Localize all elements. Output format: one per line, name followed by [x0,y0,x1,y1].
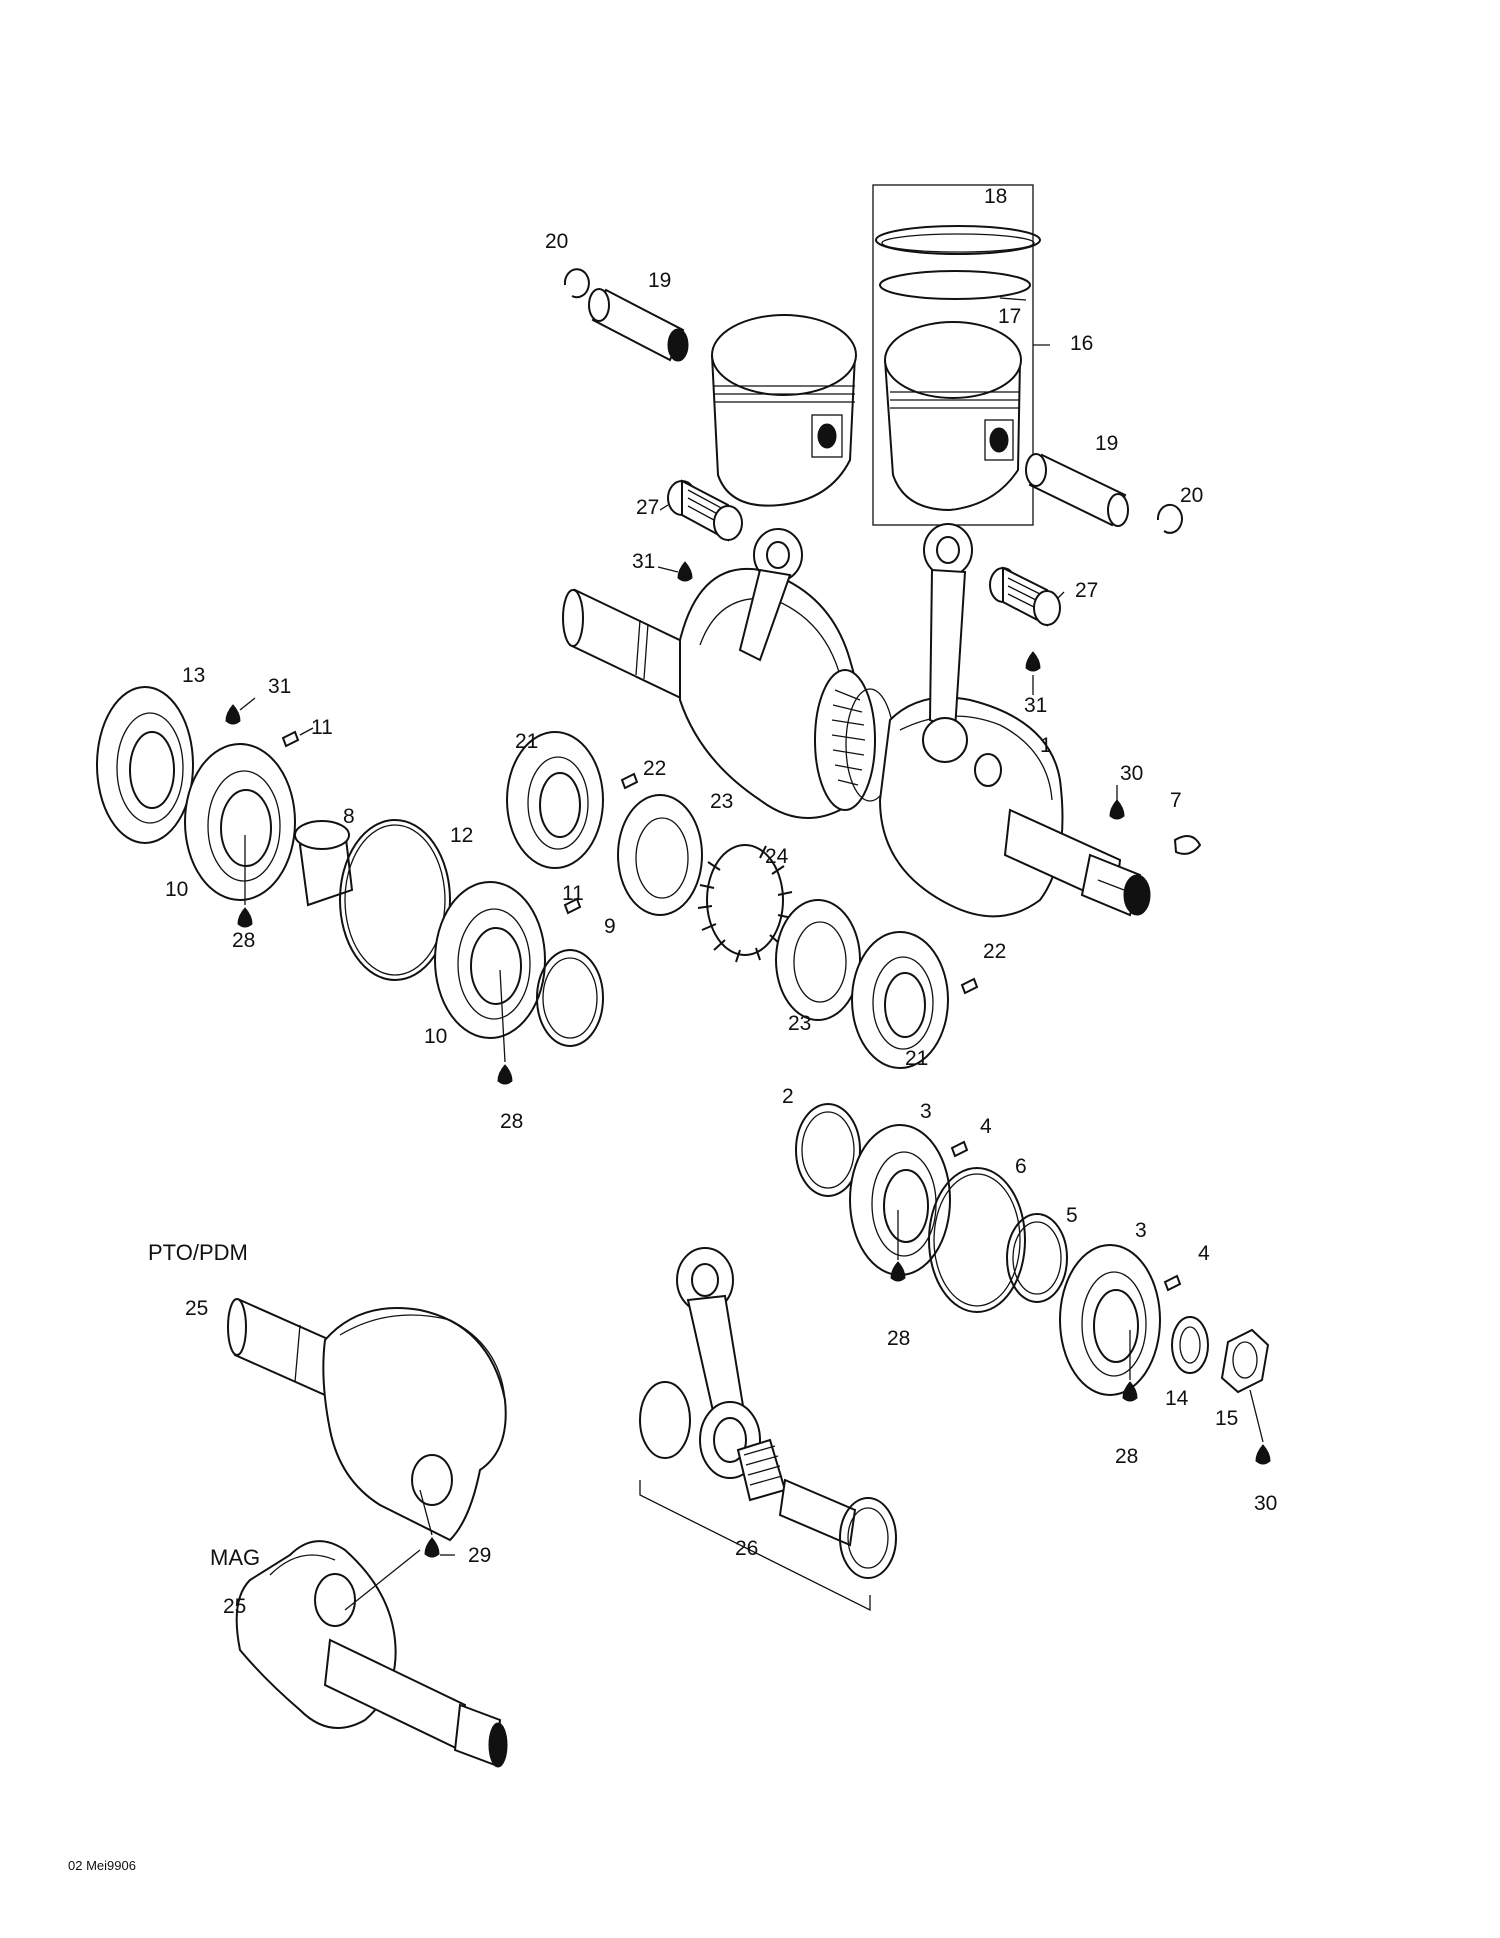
dowel-pin-11-left [281,730,300,748]
callout-23-bottom: 23 [788,1012,811,1035]
callout-28-right: 28 [1115,1445,1138,1468]
callout-1: 1 [1040,734,1052,757]
oil-seal-13 [96,686,194,844]
callout-3-right: 3 [1135,1219,1147,1242]
woodruff-key [1173,835,1202,855]
dowel-pin-22-left [620,772,639,790]
ball-bearing-21-left [506,731,604,869]
crankshaft-half-pto [227,1298,507,1542]
callout-25-top: 25 [185,1297,208,1320]
spacer-sleeve-8 [294,820,354,907]
drawing-code: 02 Mei9906 [68,1858,136,1873]
seal-23-right [775,899,861,1021]
callout-22-left: 22 [643,757,666,780]
ball-bearing-10-left [184,743,296,901]
o-ring-6 [928,1167,1026,1313]
callout-20-top: 20 [545,230,568,253]
callout-19-right: 19 [1095,432,1118,455]
connecting-rod-right [922,523,973,763]
ball-bearing-10-center [434,881,546,1039]
callout-23-top: 23 [710,790,733,813]
callout-11-left: 11 [311,716,333,739]
callout-4-left: 4 [980,1115,992,1138]
dowel-pin-4-left [950,1140,969,1158]
drive-gear-24 [697,844,793,963]
callout-25-bottom: 25 [223,1595,246,1618]
callout-6: 6 [1015,1155,1027,1178]
callout-numbers: 18 20 19 17 16 19 20 27 31 27 13 31 31 1… [165,185,1277,1618]
section-label-mag: MAG [210,1545,260,1570]
callout-30-bottom: 30 [1254,1492,1277,1515]
connecting-rod-left [738,528,803,662]
callout-31-left: 31 [268,675,291,698]
seal-23-left [617,794,703,916]
callout-22-right: 22 [983,940,1006,963]
dowel-pin-4-right [1163,1274,1182,1292]
needle-bearing-right [989,566,1061,627]
callout-17: 17 [998,305,1021,328]
callout-13: 13 [182,664,205,687]
callout-4-right: 4 [1198,1242,1210,1265]
connecting-rod-assembly-26 [639,1247,897,1579]
callout-28-center: 28 [500,1110,523,1133]
section-label-pto: PTO/PDM [148,1240,248,1265]
piston-ring-second [879,270,1031,300]
grease-drop-symbols [225,561,1271,1558]
piston-pin-left [588,288,689,362]
callout-15: 15 [1215,1407,1238,1430]
crankshaft-half-mag [235,1540,508,1768]
callout-21-right: 21 [905,1047,928,1070]
bracket-26 [639,1480,871,1612]
nut-15 [1220,1328,1270,1394]
shim-9 [536,949,604,1047]
circlip-right [1156,503,1183,534]
ball-bearing-3-right [1059,1244,1161,1396]
piston-left [711,314,857,507]
callout-2: 2 [782,1085,794,1108]
callout-26: 26 [735,1537,758,1560]
callout-3-left: 3 [920,1100,932,1123]
callout-8: 8 [343,805,355,828]
needle-bearing-left [667,479,743,542]
callout-10-left: 10 [165,878,188,901]
callout-31-right: 31 [1024,694,1047,717]
shim-2 [795,1103,861,1197]
ball-bearing-3-left [849,1124,951,1276]
shim-5 [1006,1213,1068,1303]
callout-30-top: 30 [1120,762,1143,785]
callout-5: 5 [1066,1204,1078,1227]
callout-28-mid: 28 [887,1327,910,1350]
callout-27-left: 27 [636,496,659,519]
callout-28-left: 28 [232,929,255,952]
ball-bearing-21-right [851,931,949,1069]
callout-27-right: 27 [1075,579,1098,602]
callout-9: 9 [604,915,616,938]
callout-7: 7 [1170,789,1182,812]
callout-18: 18 [984,185,1007,208]
dowel-pin-11-center [563,897,582,915]
callout-14: 14 [1165,1387,1189,1410]
leader-lines [239,297,1264,1611]
callout-24: 24 [765,845,789,868]
callout-12: 12 [450,824,473,847]
circlip-left [563,268,590,299]
callout-16: 16 [1070,332,1093,355]
callout-20-right: 20 [1180,484,1203,507]
piston-pin-right [1025,453,1129,527]
o-ring-12 [339,819,451,981]
callout-29: 29 [468,1544,491,1567]
callout-21-left: 21 [515,730,538,753]
callout-10-center: 10 [424,1025,447,1048]
piston-right [884,321,1022,512]
callout-11-center: 11 [562,882,584,905]
lock-washer-14 [1171,1316,1209,1374]
callout-31-top: 31 [632,550,655,573]
dowel-pin-22-right [960,977,979,995]
piston-ring-top [875,225,1041,255]
callout-19-top: 19 [648,269,671,292]
